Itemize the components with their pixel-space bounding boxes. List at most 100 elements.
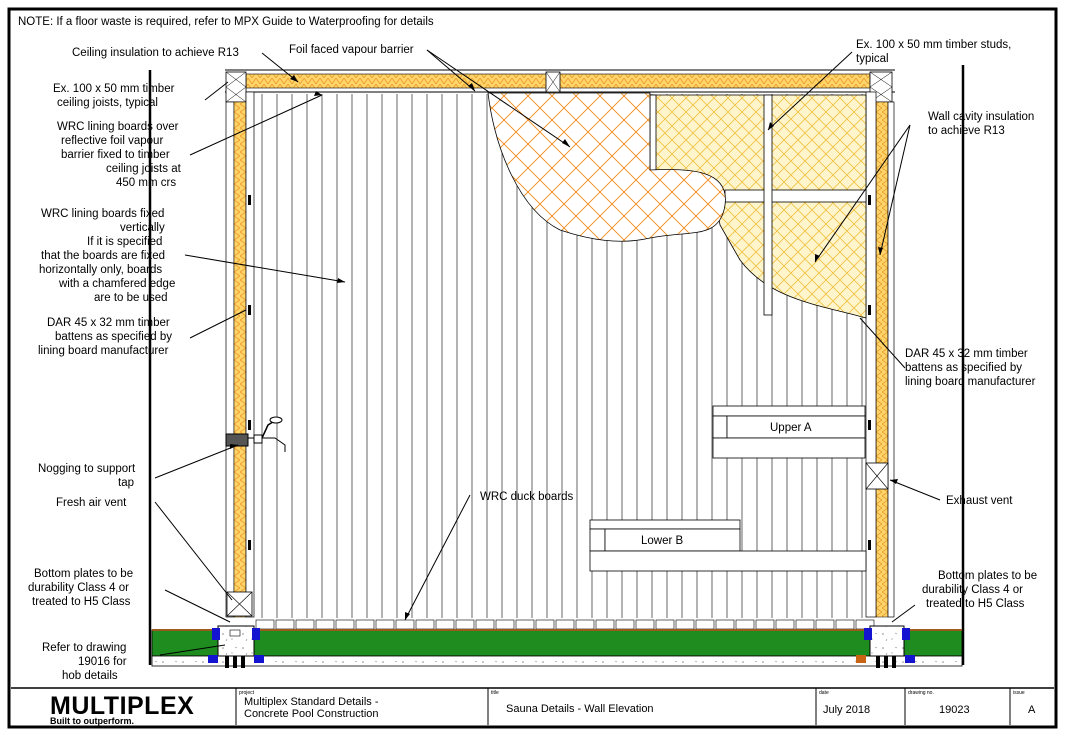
duck-board [515,619,535,630]
svg-text:WRC lining boards over: WRC lining boards over [57,121,179,133]
label-wall-cavity: Wall cavity insulation to achieve R13 [928,111,1034,137]
svg-text:durability Class 4 or: durability Class 4 or [28,582,129,594]
duck-board [635,619,655,630]
duck-board [395,619,415,630]
label-joists: Ex. 100 x 50 mm timber ceiling joists, t… [53,83,175,109]
svg-text:450 mm crs: 450 mm crs [116,177,176,189]
left-wall [225,91,255,618]
duck-board [835,619,855,630]
brand-tagline: Built to outperform. [50,716,134,726]
label-hob: Refer to drawing 19016 for hob details [42,642,127,682]
svg-text:barrier fixed to timber: barrier fixed to timber [61,149,170,161]
floor-slab [151,629,963,667]
leader-arrowheads [230,75,898,620]
svg-text:to achieve R13: to achieve R13 [928,125,1005,137]
tap-icon [225,416,286,452]
brand-logo: MULTIPLEX [50,692,194,720]
svg-text:with a chamfered edge: with a chamfered edge [58,278,175,290]
svg-text:If it is specified: If it is specified [87,236,162,248]
svg-text:horizontally only, boards: horizontally only, boards [39,264,162,276]
svg-text:vertically: vertically [120,222,165,234]
duck-board [355,619,375,630]
svg-text:that the boards are fixed: that the boards are fixed [41,250,165,262]
duck-board [575,619,595,630]
drawing-title: Sauna Details - Wall Elevation [506,703,654,715]
duck-board [695,619,715,630]
duck-board [815,619,835,630]
svg-text:treated to H5 Class: treated to H5 Class [32,596,131,608]
title-caption: title [491,690,499,696]
duck-board [615,619,635,630]
hob-left [208,625,264,668]
duck-board [675,619,695,630]
note-text: NOTE: If a floor waste is required, refe… [18,16,434,28]
svg-text:Bottom plates to be: Bottom plates to be [938,570,1037,582]
duck-board [315,619,335,630]
duck-board [495,619,515,630]
duck-board [775,619,795,630]
duck-board [415,619,435,630]
label-battens-left: DAR 45 x 32 mm timber battens as specifi… [38,317,172,357]
svg-text:lining board manufacturer: lining board manufacturer [905,376,1036,388]
svg-text:Nogging to support: Nogging to support [38,463,136,475]
label-duck-boards: WRC duck boards [480,491,574,503]
duck-board [595,619,615,630]
svg-text:19016 for: 19016 for [78,656,127,668]
bench-upper-label: Upper A [770,422,812,434]
svg-text:Wall cavity insulation: Wall cavity insulation [928,111,1034,123]
fresh-air-vent [226,591,253,617]
issue-caption: issue [1013,690,1025,696]
label-battens-right: DAR 45 x 32 mm timber battens as specifi… [905,348,1036,388]
label-studs: Ex. 100 x 50 mm timber studs, typical [856,39,1011,65]
svg-text:treated to H5 Class: treated to H5 Class [926,598,1025,610]
label-bottom-right: Bottom plates to be durability Class 4 o… [922,570,1037,610]
svg-text:hob details: hob details [62,670,118,682]
duck-board [535,619,555,630]
leader-lines [154,49,941,656]
svg-text:WRC lining boards fixed: WRC lining boards fixed [41,208,164,220]
label-wrc-vertical: WRC lining boards fixed vertically If it… [39,208,175,304]
svg-text:are to be used: are to be used [94,292,168,304]
duck-board [715,619,735,630]
drawing-number: 19023 [939,704,970,716]
svg-text:ceiling joists at: ceiling joists at [106,163,182,175]
duck-board [375,619,395,630]
label-foil-barrier: Foil faced vapour barrier [289,44,414,56]
duck-board [755,619,775,630]
svg-text:Ex. 100 x 50 mm timber: Ex. 100 x 50 mm timber [53,83,175,95]
issue-value: A [1028,704,1036,716]
date-caption: date [819,690,829,696]
duck-board [255,619,275,630]
svg-text:battens as specified by: battens as specified by [905,362,1022,374]
duck-board [735,619,755,630]
svg-text:battens as specified by: battens as specified by [55,331,172,343]
svg-text:Ex. 100 x 50 mm timber studs,: Ex. 100 x 50 mm timber studs, [856,39,1011,51]
label-fresh-air: Fresh air vent [56,497,127,509]
duck-board [795,619,815,630]
duck-board [475,619,495,630]
right-wall [865,91,895,618]
bench-upper [712,405,866,459]
duck-board [295,619,315,630]
hob-right [856,625,915,668]
project-line-2: Concrete Pool Construction [244,708,379,720]
exhaust-vent [865,462,889,490]
label-nogging: Nogging to support tap [38,463,136,489]
label-bottom-left: Bottom plates to be durability Class 4 o… [28,568,133,608]
duck-board [275,619,295,630]
label-exhaust: Exhaust vent [946,495,1013,507]
drawing-no-caption: drawing no. [908,690,934,696]
svg-text:typical: typical [856,53,889,65]
project-line-1: Multiplex Standard Details - [244,696,379,708]
svg-text:durability Class 4 or: durability Class 4 or [922,584,1023,596]
svg-text:ceiling joists, typical: ceiling joists, typical [57,97,158,109]
title-block [11,687,1054,725]
vapour-barrier [487,92,726,242]
duck-board [435,619,455,630]
label-ceiling-insulation: Ceiling insulation to achieve R13 [72,47,239,59]
duck-board [335,619,355,630]
duck-board [455,619,475,630]
svg-text:reflective foil vapour: reflective foil vapour [61,135,163,147]
duck-board [555,619,575,630]
